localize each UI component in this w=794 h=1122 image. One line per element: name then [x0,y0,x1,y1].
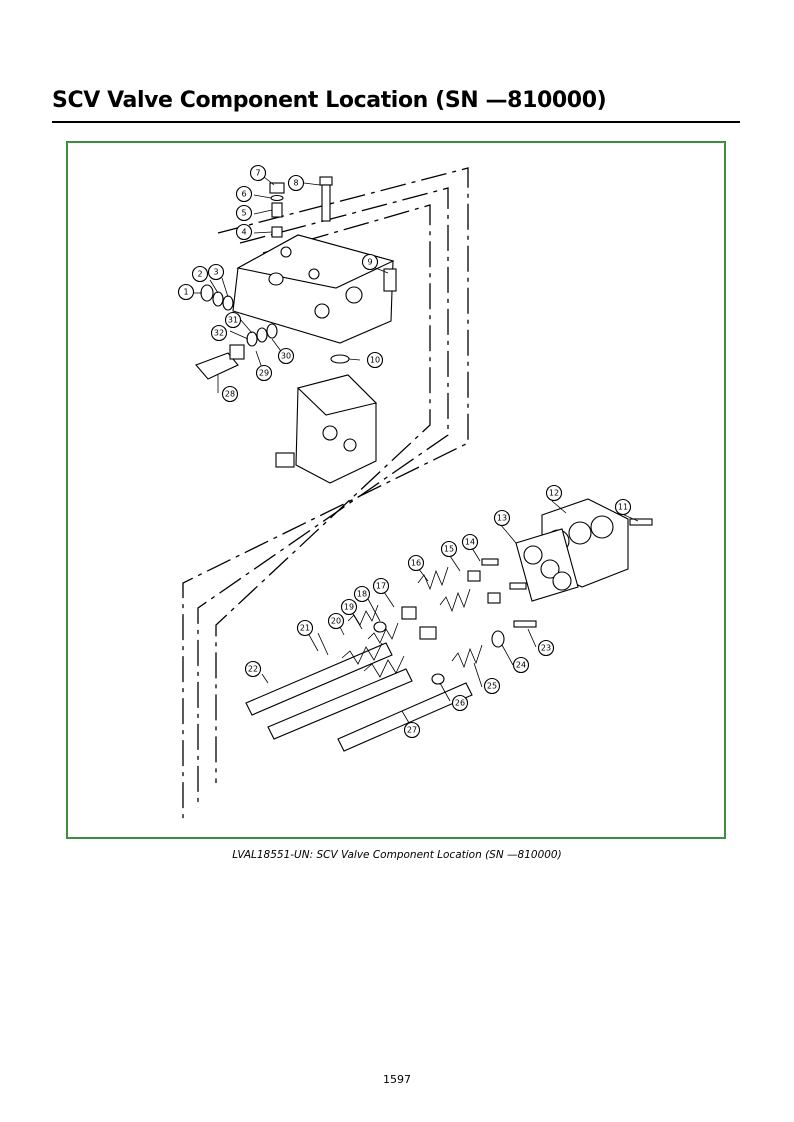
valve-body-lower [275,374,378,484]
page-number: 1597 [383,1073,411,1086]
callout-2: 2 [191,265,209,283]
callout-30: 30 [277,347,295,365]
callouts: 1 2 3 4 5 6 7 8 9 10 11 12 13 14 15 16 1… [177,164,632,739]
callout-20: 20 [327,612,345,630]
callout-14: 14 [461,533,479,551]
callout-16: 16 [407,554,425,572]
callout-7: 7 [249,164,267,182]
callout-17: 17 [372,577,390,595]
svg-text:28: 28 [225,390,235,399]
svg-text:6: 6 [241,190,246,199]
svg-text:19: 19 [344,603,354,612]
exploded-view-drawing: 1 2 3 4 5 6 7 8 9 10 11 12 13 14 15 16 1… [177,164,653,823]
callout-10: 10 [366,351,384,369]
phantom-lines [182,167,469,823]
svg-text:21: 21 [300,624,310,633]
svg-text:12: 12 [549,489,559,498]
svg-text:4: 4 [241,228,246,237]
callout-8: 8 [287,174,305,192]
page-title: SCV Valve Component Location (SN —810000… [52,88,607,113]
svg-text:11: 11 [618,503,628,512]
callout-24: 24 [512,656,530,674]
svg-text:10: 10 [370,356,380,365]
svg-text:9: 9 [367,258,372,267]
svg-text:27: 27 [407,726,417,735]
title-rule [52,121,740,123]
svg-text:8: 8 [293,179,298,188]
callout-18: 18 [353,585,371,603]
callout-4: 4 [235,223,253,241]
svg-text:18: 18 [357,590,367,599]
svg-text:22: 22 [248,665,258,674]
svg-text:15: 15 [444,545,454,554]
callout-27: 27 [403,721,421,739]
svg-text:7: 7 [255,169,260,178]
svg-text:14: 14 [465,538,475,547]
exploded-view-figure: 1 2 3 4 5 6 7 8 9 10 11 12 13 14 15 16 1… [66,141,726,839]
callout-13: 13 [493,509,511,527]
callout-19: 19 [340,598,358,616]
valve-body-upper [232,234,397,344]
svg-text:25: 25 [487,682,497,691]
svg-text:13: 13 [497,514,507,523]
top-hardware [269,176,350,364]
callout-6: 6 [235,185,253,203]
callout-26: 26 [451,694,469,712]
side-plug-parts [195,284,278,380]
callout-9: 9 [361,253,379,271]
callout-21: 21 [296,619,314,637]
svg-text:17: 17 [376,582,386,591]
callout-23: 23 [537,639,555,657]
callout-3: 3 [207,263,225,281]
svg-text:24: 24 [516,661,526,670]
svg-text:5: 5 [241,209,246,218]
callout-22: 22 [244,660,262,678]
svg-text:20: 20 [331,617,341,626]
callout-11: 11 [614,498,632,516]
spool-assemblies [245,566,537,752]
callout-29: 29 [255,364,273,382]
callout-25: 25 [483,677,501,695]
callout-32: 32 [210,324,228,342]
callout-5: 5 [235,204,253,222]
svg-text:3: 3 [213,268,218,277]
figure-caption: LVAL18551-UN: SCV Valve Component Locati… [232,849,562,861]
svg-text:2: 2 [197,270,202,279]
svg-text:26: 26 [455,699,465,708]
callout-1: 1 [177,283,195,301]
callout-15: 15 [440,540,458,558]
callout-31: 31 [224,311,242,329]
svg-text:32: 32 [214,329,224,338]
svg-text:30: 30 [281,352,291,361]
svg-text:31: 31 [228,316,238,325]
callout-12: 12 [545,484,563,502]
svg-text:16: 16 [411,559,421,568]
svg-text:23: 23 [541,644,551,653]
end-cover-parts [481,498,653,602]
svg-text:1: 1 [183,288,188,297]
svg-text:29: 29 [259,369,269,378]
callout-28: 28 [221,385,239,403]
